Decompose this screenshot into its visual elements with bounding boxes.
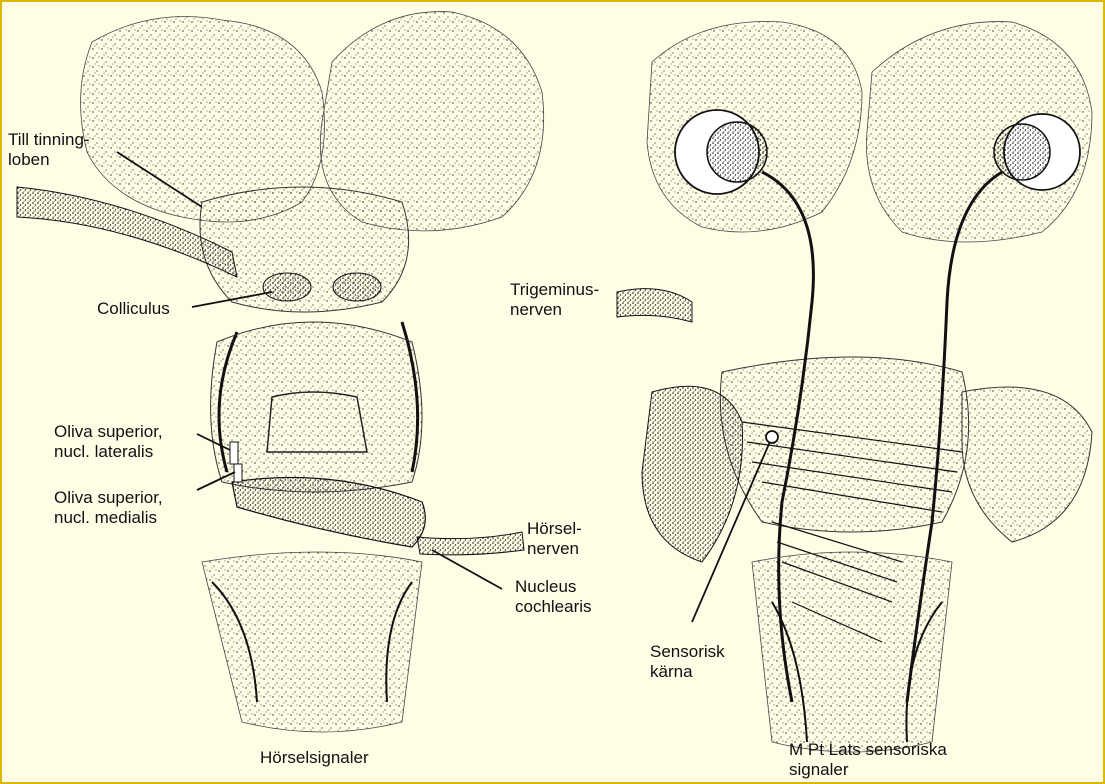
label-colliculus: Colliculus: [97, 299, 170, 319]
label-trigeminusnerven: Trigeminus- nerven: [510, 280, 599, 320]
caption-horselsignaler: Hörselsignaler: [260, 748, 369, 768]
label-sensorisk-karna: Sensorisk kärna: [650, 642, 725, 682]
label-oliva-lateralis: Oliva superior, nucl. lateralis: [54, 422, 163, 462]
caption-sensoriska-signaler: M Pt Lats sensoriska signaler: [789, 740, 947, 780]
right-spinal-base: [752, 552, 952, 752]
right-pons: [720, 357, 968, 532]
label-oliva-medialis: Oliva superior, nucl. medialis: [54, 488, 163, 528]
label-nucleus-cochlearis: Nucleus cochlearis: [515, 577, 592, 617]
label-horselnerven: Hörsel- nerven: [527, 519, 582, 559]
left-brainstem: [17, 12, 544, 732]
label-till-tinningloben: Till tinning- loben: [8, 130, 90, 170]
